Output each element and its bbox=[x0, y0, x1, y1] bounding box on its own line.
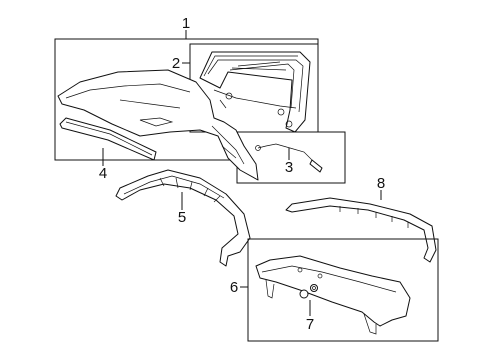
callout-6: 6 bbox=[230, 279, 238, 296]
callout-5: 5 bbox=[178, 209, 186, 226]
part-5-rear-bow bbox=[115, 169, 251, 267]
part-4-weatherstrip bbox=[59, 117, 157, 161]
part-7-fasteners bbox=[299, 284, 318, 299]
part-3-cable bbox=[255, 108, 323, 173]
part-6-tonneau-cover bbox=[255, 255, 411, 335]
part-8-trim-strip bbox=[285, 197, 437, 263]
callout-7: 7 bbox=[306, 316, 314, 333]
callout-8: 8 bbox=[377, 175, 385, 192]
leader-lines bbox=[102, 30, 382, 316]
callout-3: 3 bbox=[285, 159, 293, 176]
callout-2: 2 bbox=[172, 55, 180, 72]
part-1-convertible-top bbox=[57, 69, 259, 181]
callout-4: 4 bbox=[99, 165, 107, 182]
callout-1: 1 bbox=[182, 15, 190, 32]
assembly-box-6 bbox=[247, 238, 439, 342]
part-2-top-frame bbox=[199, 51, 311, 133]
